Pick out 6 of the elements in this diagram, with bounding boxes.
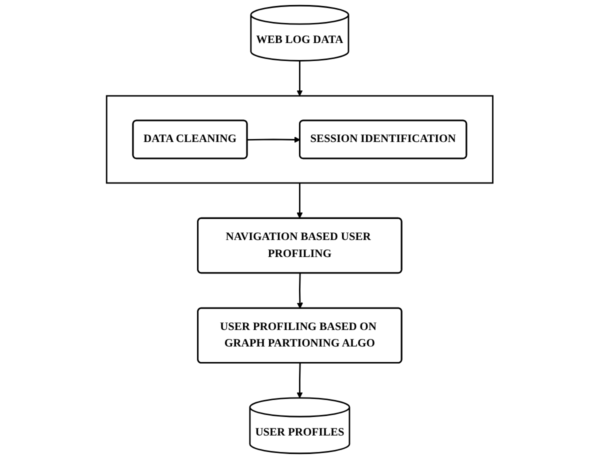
arrow — [296, 60, 304, 96]
arrow — [296, 183, 304, 218]
arrow — [297, 273, 304, 309]
arrow — [296, 363, 304, 398]
cluster — [106, 95, 494, 184]
arrow — [248, 136, 301, 143]
